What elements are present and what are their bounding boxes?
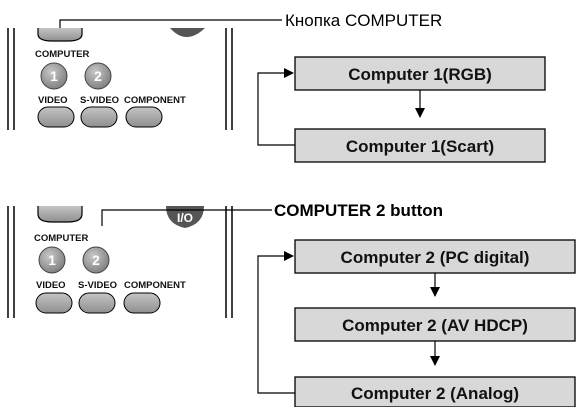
component-label: COMPONENT bbox=[124, 95, 186, 106]
computer-1-button[interactable] bbox=[40, 62, 68, 90]
computer-2-label: 2 bbox=[94, 68, 102, 84]
callout-2: COMPUTER 2 button bbox=[274, 201, 443, 220]
computer-1-button-2[interactable] bbox=[38, 246, 66, 274]
component-label-2: COMPONENT bbox=[124, 280, 186, 291]
computer-label: COMPUTER bbox=[35, 49, 90, 60]
panel-1: COMPUTER 1 2 VIDEO S-VIDEO COMPONENT Кно… bbox=[7, 11, 546, 163]
box-computer-1-rgb-label: Computer 1(RGB) bbox=[348, 65, 492, 84]
callout-line-2 bbox=[101, 209, 272, 226]
component-button[interactable] bbox=[125, 106, 163, 128]
box-computer-1-rgb bbox=[294, 56, 546, 91]
video-label-2: VIDEO bbox=[36, 280, 66, 291]
remote-control-2: I/O COMPUTER 1 2 VIDEO S-VIDEO COMPONENT bbox=[7, 206, 233, 318]
computer-1-label: 1 bbox=[50, 68, 58, 84]
callout-1: Кнопка COMPUTER bbox=[285, 11, 442, 30]
video-label: VIDEO bbox=[38, 95, 68, 106]
s-video-label: S-VIDEO bbox=[80, 95, 119, 106]
computer-2-label-2: 2 bbox=[92, 252, 100, 268]
callout-line-1 bbox=[59, 19, 282, 28]
io-button-top[interactable] bbox=[170, 28, 205, 37]
box-analog bbox=[294, 376, 576, 407]
computer-button[interactable] bbox=[37, 28, 83, 42]
top-button-partial[interactable] bbox=[37, 206, 83, 223]
box-analog-label: Computer 2 (Analog) bbox=[351, 384, 519, 403]
s-video-label-2: S-VIDEO bbox=[78, 280, 117, 291]
video-button-2[interactable] bbox=[35, 292, 73, 314]
computer-label-2: COMPUTER bbox=[34, 233, 89, 244]
component-button-2[interactable] bbox=[123, 292, 161, 314]
s-video-button-2[interactable] bbox=[78, 292, 116, 314]
io-button[interactable] bbox=[166, 206, 204, 228]
box-av-hdcp-label: Computer 2 (AV HDCP) bbox=[342, 316, 528, 335]
computer-2-button[interactable] bbox=[84, 62, 112, 90]
io-badge-label: I/O bbox=[177, 211, 193, 225]
panel-2: I/O COMPUTER 1 2 VIDEO S-VIDEO COMPONENT… bbox=[7, 201, 576, 407]
box-pc-digital-label: Computer 2 (PC digital) bbox=[341, 248, 530, 267]
s-video-button[interactable] bbox=[80, 106, 118, 128]
computer-1-label-2: 1 bbox=[48, 252, 56, 268]
remote-control-1: COMPUTER 1 2 VIDEO S-VIDEO COMPONENT bbox=[7, 28, 233, 130]
box-computer-1-scart-label: Computer 1(Scart) bbox=[346, 137, 494, 156]
arrow-scart-to-rgb bbox=[257, 68, 295, 146]
arrow-analog-to-pc-digital bbox=[257, 251, 295, 394]
video-button[interactable] bbox=[37, 106, 75, 128]
computer-2-button-2[interactable] bbox=[82, 246, 110, 274]
